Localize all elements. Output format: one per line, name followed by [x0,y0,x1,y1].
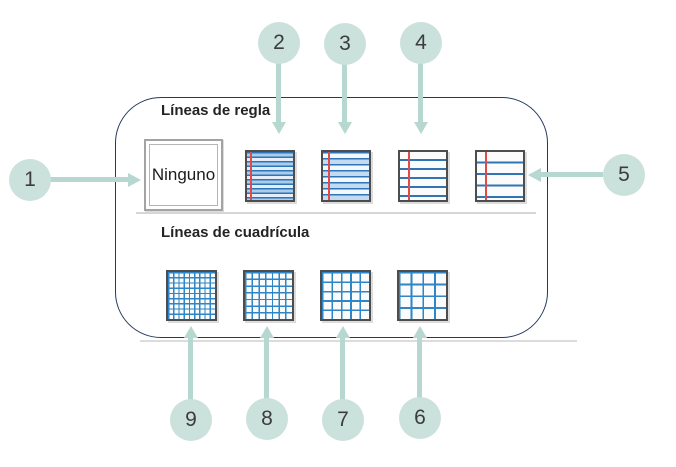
panel-drop-shadow [140,340,577,342]
callout-arrowhead-2-icon [272,122,286,134]
grid-large-thumbnail[interactable] [320,270,371,321]
callout-arrow-9 [188,338,193,400]
callout-arrowhead-7-icon [336,326,350,338]
callout-arrow-6 [417,338,422,398]
none-option-label: Ninguno [149,144,218,206]
callout-circle-2: 2 [258,22,300,64]
rule-lines-section-title: Líneas de regla [161,102,271,119]
callout-arrow-3 [342,64,347,122]
callout-arrow-2 [276,63,281,122]
grid-xlarge-thumbnail[interactable] [397,270,448,321]
callout-circle-9: 9 [170,399,212,441]
callout-arrowhead-4-icon [414,122,428,134]
callout-arrowhead-8-icon [260,326,274,338]
callout-circle-4: 4 [400,22,442,64]
callout-circle-6: 6 [399,397,441,439]
grid-lines-section-title: Líneas de cuadrícula [161,224,310,241]
rule-lines-standard-thumbnail[interactable] [398,150,448,202]
rule-lines-college-thumbnail[interactable] [321,150,371,202]
rule-lines-wide-thumbnail[interactable] [475,150,525,202]
callout-arrow-8 [264,338,269,399]
callout-arrowhead-1-icon [128,173,141,187]
callout-arrow-4 [418,63,423,122]
callout-circle-1: 1 [9,159,51,201]
section-divider [136,212,536,214]
callout-arrowhead-6-icon [413,326,427,338]
callout-circle-3: 3 [324,23,366,65]
callout-circle-7: 7 [322,399,364,441]
rule-lines-narrow-thumbnail[interactable] [245,150,295,202]
grid-small-thumbnail[interactable] [166,270,217,321]
callout-arrowhead-5-icon [528,168,541,182]
callout-arrowhead-3-icon [338,122,352,134]
callout-arrow-1 [50,177,129,182]
callout-circle-8: 8 [246,398,288,440]
callout-arrow-5 [541,172,603,177]
page-lines-gallery-panel: Líneas de regla Ninguno Líneas de cuadrí… [115,97,548,338]
callout-arrowhead-9-icon [184,326,198,338]
callout-arrow-7 [340,338,345,400]
grid-medium-thumbnail[interactable] [243,270,294,321]
callout-circle-5: 5 [603,154,645,196]
rule-lines-none-option[interactable]: Ninguno [144,139,223,211]
